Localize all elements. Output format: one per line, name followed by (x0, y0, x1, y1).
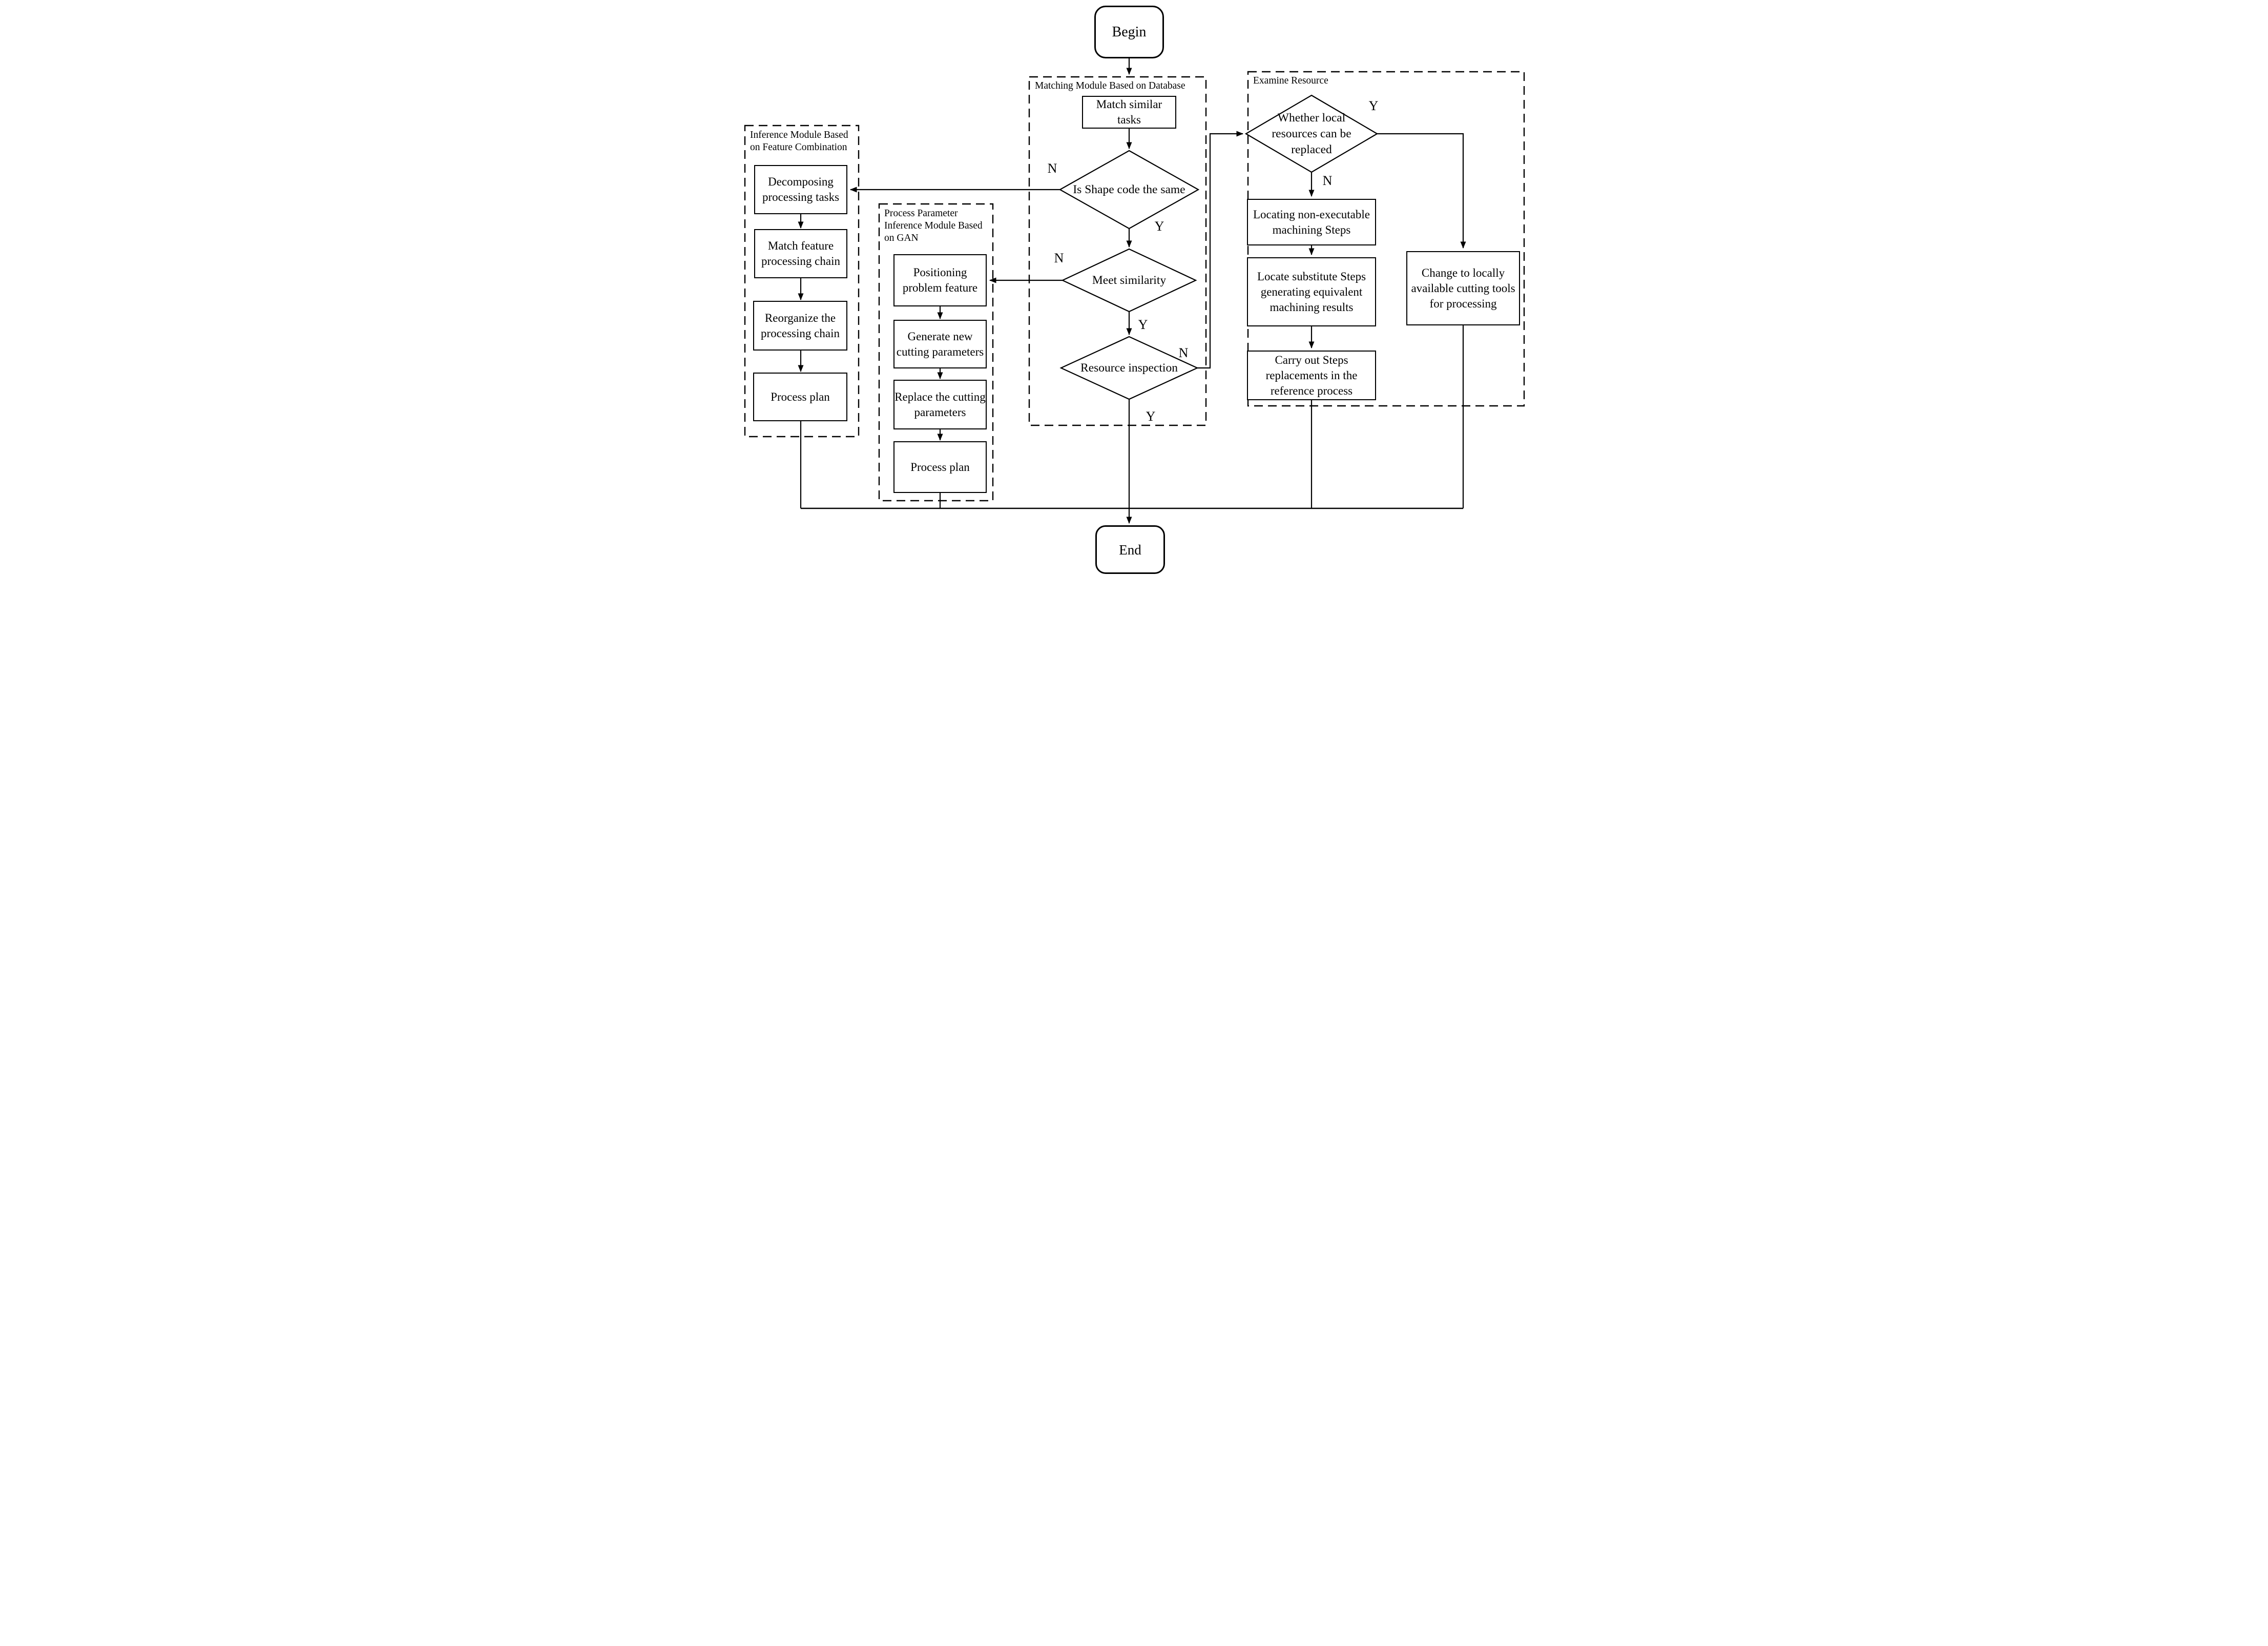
step-change-cutting-tools-label: Change to locally available cutting tool… (1411, 266, 1515, 310)
step-locate-substitute-label: Locate substitute Steps generating equiv… (1257, 270, 1366, 314)
step-generate-parameters-label: Generate new cutting parameters (896, 330, 984, 358)
module-gan-label: Process Parameter Inference Module Based… (884, 208, 983, 243)
step-match-similar-tasks-label: Match similar tasks (1096, 98, 1162, 126)
begin-terminal: Begin (1094, 6, 1164, 58)
branch-resources-no: N (1322, 173, 1333, 188)
module-matching-database-outline (1028, 76, 1207, 426)
step-gan-process-plan: Process plan (893, 441, 987, 493)
step-match-feature-chain: Match feature processing chain (754, 229, 847, 278)
step-locating-steps-label: Locating non-executable machining Steps (1253, 208, 1370, 236)
step-carry-out-replacements-label: Carry out Steps replacements in the refe… (1265, 353, 1358, 397)
step-inference-process-plan-label: Process plan (771, 390, 830, 403)
arrow-resources-yes-to-change (1377, 133, 1466, 249)
step-locating-steps: Locating non-executable machining Steps (1247, 199, 1376, 245)
module-examine-resource-label: Examine Resource (1253, 75, 1328, 86)
branch-inspection-no: N (1178, 345, 1189, 360)
step-decomposing-tasks: Decomposing processing tasks (754, 165, 847, 214)
end-terminal: End (1095, 525, 1165, 574)
step-carry-out-replacements: Carry out Steps replacements in the refe… (1247, 351, 1376, 400)
step-replace-parameters: Replace the cutting parameters (893, 380, 987, 429)
module-gan-outline (878, 203, 994, 502)
module-feature-combination-outline (744, 125, 860, 438)
decision-shape-code-diamond (1058, 150, 1200, 230)
step-positioning-feature: Positioning problem feature (893, 254, 987, 306)
branch-resources-yes: Y (1368, 98, 1379, 113)
step-gan-process-plan-label: Process plan (910, 460, 970, 474)
module-feature-combination-label: Inference Module Based on Feature Combin… (750, 130, 848, 153)
branch-similarity-yes: Y (1138, 317, 1148, 332)
decision-resources-diamond (1244, 94, 1379, 173)
decision-inspection-diamond (1059, 336, 1199, 400)
end-label: End (1119, 542, 1141, 558)
step-locate-substitute: Locate substitute Steps generating equiv… (1247, 257, 1376, 326)
step-match-feature-chain-label: Match feature processing chain (761, 239, 840, 268)
branch-similarity-no: N (1054, 251, 1064, 265)
decision-similarity-diamond (1061, 248, 1197, 313)
branch-shape-code-yes: Y (1154, 219, 1164, 234)
arrow-inspection-no-to-resources (1197, 131, 1243, 369)
begin-label: Begin (1112, 24, 1147, 40)
step-change-cutting-tools: Change to locally available cutting tool… (1406, 251, 1520, 325)
step-reorganize-chain-label: Reorganize the processing chain (761, 311, 840, 340)
flowchart: Begin End Matching Module Based on Datab… (738, 0, 1530, 575)
step-match-similar-tasks: Match similar tasks (1082, 96, 1176, 129)
branch-shape-code-no: N (1047, 161, 1057, 176)
connector-layer (744, 58, 1525, 524)
step-reorganize-chain: Reorganize the processing chain (753, 301, 847, 351)
step-generate-parameters: Generate new cutting parameters (893, 320, 987, 368)
step-replace-parameters-label: Replace the cutting parameters (894, 390, 986, 419)
step-positioning-feature-label: Positioning problem feature (902, 266, 978, 294)
step-inference-process-plan: Process plan (753, 373, 847, 421)
step-decomposing-tasks-label: Decomposing processing tasks (762, 175, 840, 203)
module-matching-database-label: Matching Module Based on Database (1035, 80, 1185, 91)
branch-inspection-yes: Y (1146, 409, 1156, 424)
